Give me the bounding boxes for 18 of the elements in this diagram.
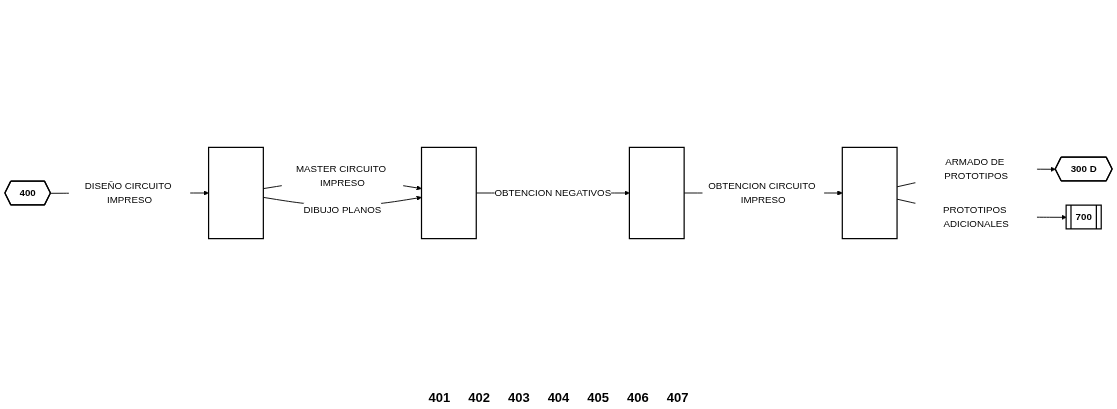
node-box — [628, 146, 685, 240]
edge-label: OBTENCION CIRCUITO IMPRESO — [708, 180, 816, 206]
node-box — [208, 146, 264, 240]
activity-number: 407 — [666, 390, 689, 405]
activity-number: 405 — [587, 390, 610, 405]
edge-label: OBTENCION NEGATIVOS — [494, 187, 612, 198]
activity-number: 406 — [627, 390, 649, 405]
node-box — [420, 146, 477, 240]
edge-label: DISEÑO CIRCUITO IMPRESO — [84, 180, 172, 206]
node-box — [841, 146, 898, 240]
activity-number: 403 — [507, 390, 530, 405]
edge-label: MASTER CIRCUITO IMPRESO — [296, 163, 387, 189]
activity-number: 401 — [428, 390, 451, 405]
edge-label: ARMADO DE PROTOTIPOS — [944, 156, 1008, 182]
edge-label: DIBUJO PLANOS — [303, 204, 382, 215]
edge-label: PROTOTIPOS ADICIONALES — [942, 204, 1009, 230]
activity-number: 404 — [547, 390, 570, 405]
activity-number: 402 — [468, 390, 490, 405]
